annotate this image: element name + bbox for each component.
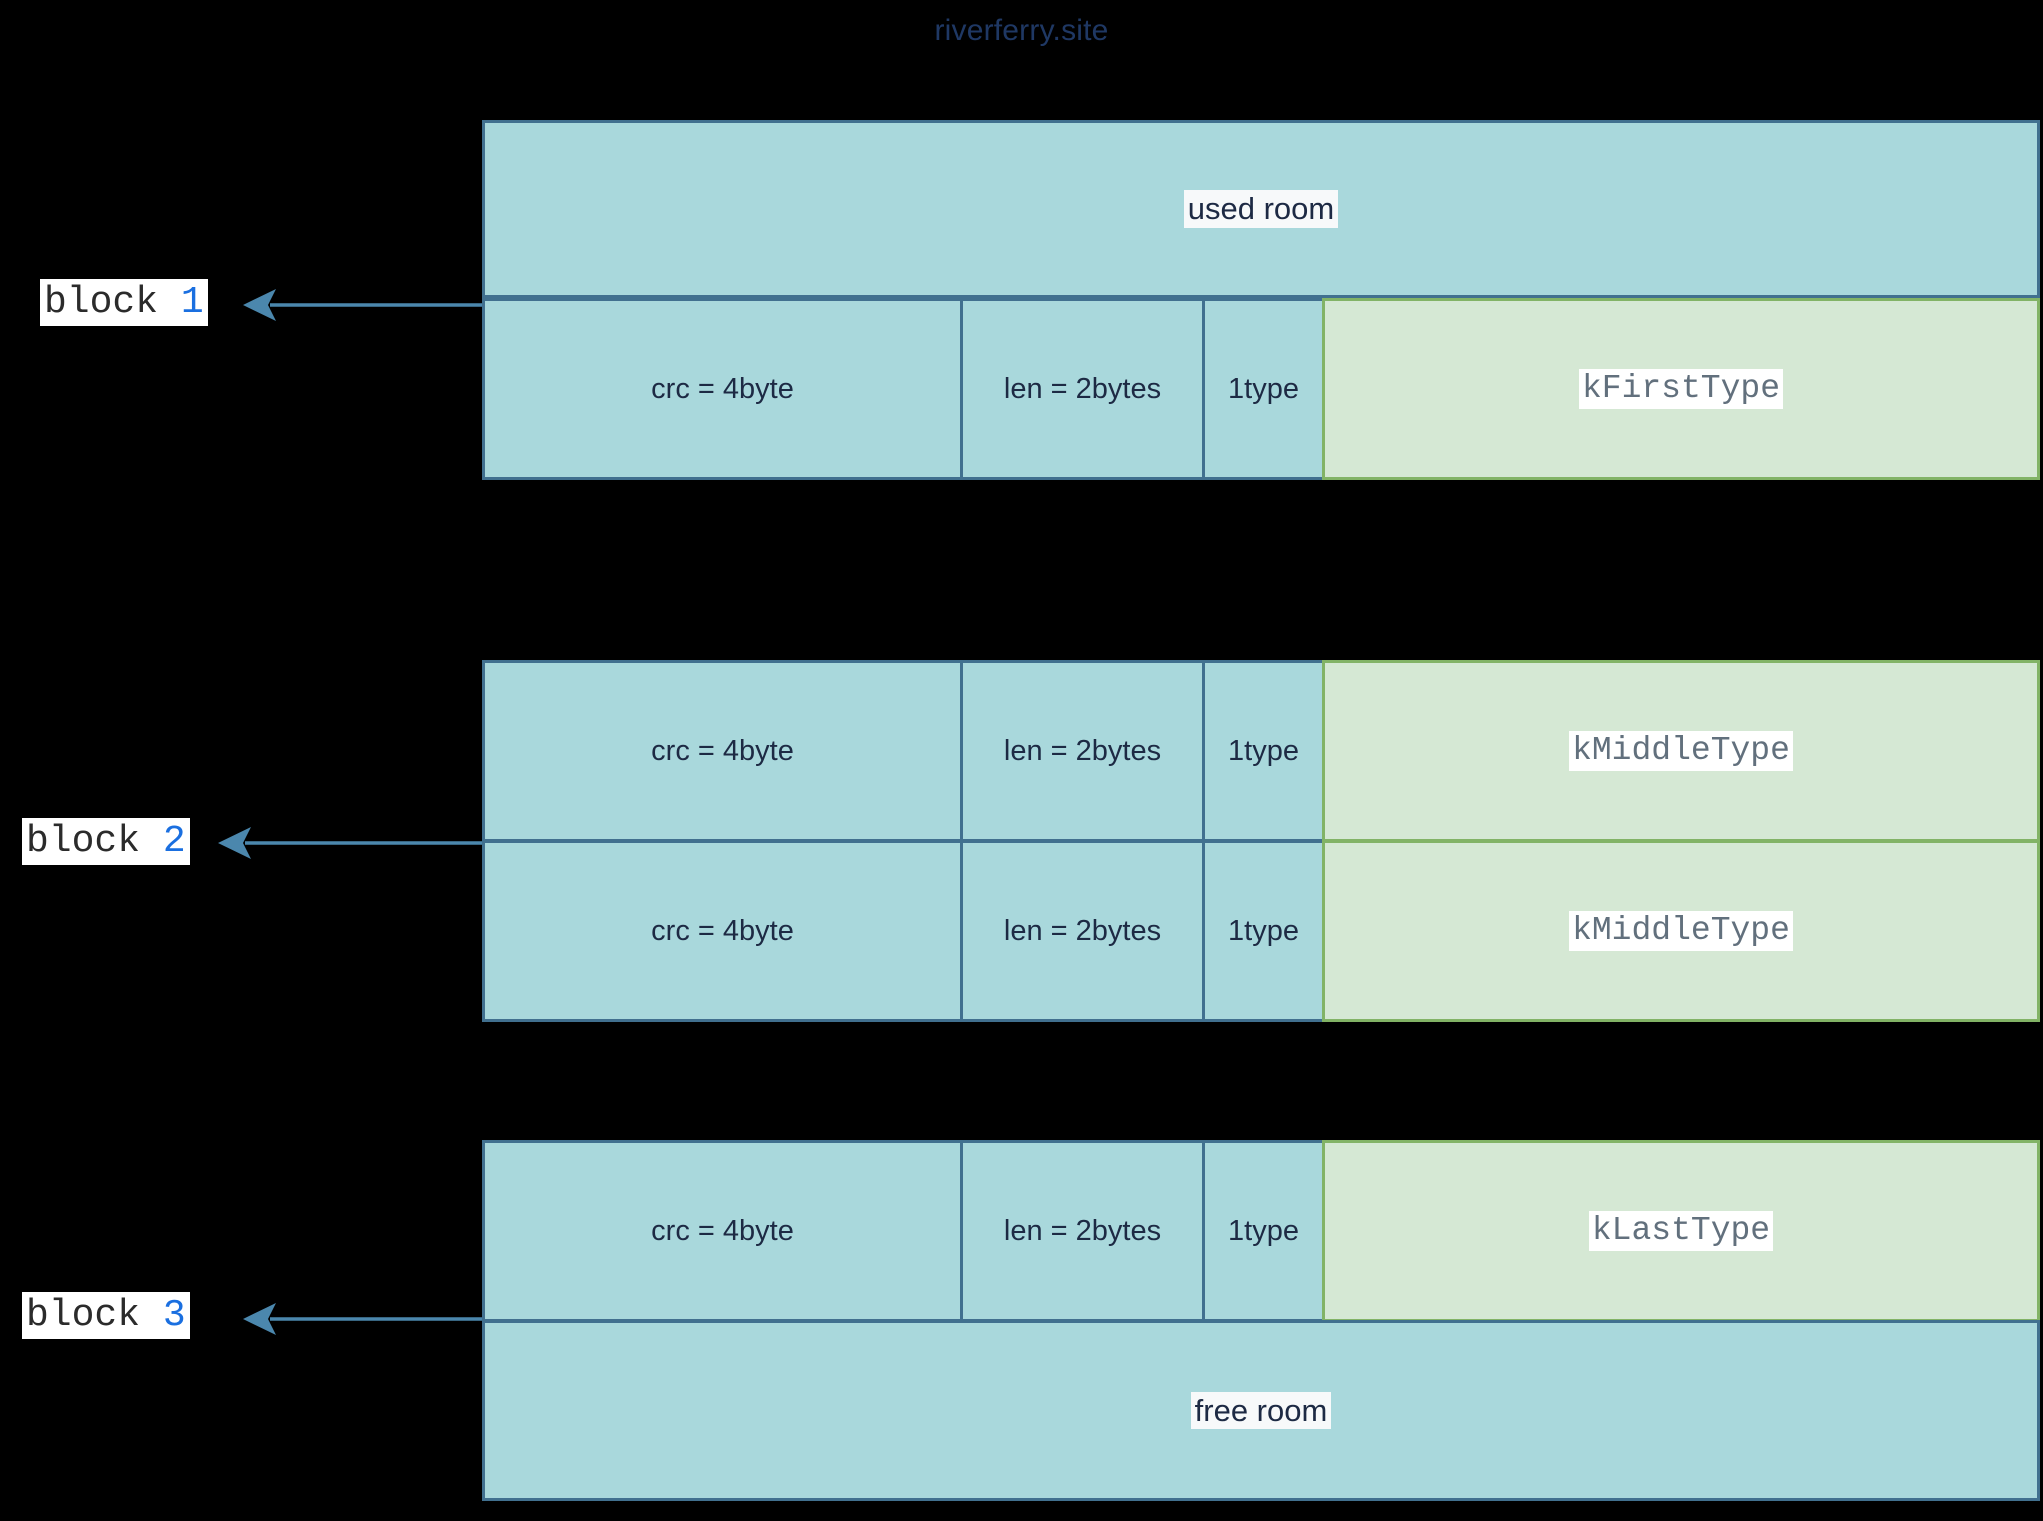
block-2-tag-number: 2 <box>162 820 186 863</box>
record-type-label: kMiddleType <box>1569 731 1793 771</box>
block-1-crc-cell: crc = 4byte <box>482 298 963 480</box>
crc-label: crc = 4byte <box>651 914 794 947</box>
block-1-len-cell: len = 2bytes <box>960 298 1205 480</box>
block-2-payload-cell-2: kMiddleType <box>1322 840 2040 1022</box>
block-3-crc-cell: crc = 4byte <box>482 1140 963 1322</box>
block-3-len-cell: len = 2bytes <box>960 1140 1205 1322</box>
block-1-payload-cell: kFirstType <box>1322 298 2040 480</box>
block-1-arrow <box>243 289 482 321</box>
block-3-arrow <box>243 1303 482 1335</box>
block-3-free-room-cell: free room <box>482 1320 2040 1501</box>
block-1-tag: block 1 <box>40 279 208 327</box>
block-2-crc-cell-2: crc = 4byte <box>482 840 963 1022</box>
block-1-tag-number: 1 <box>180 281 204 324</box>
crc-label: crc = 4byte <box>651 734 794 767</box>
block-2-type-size-cell-1: 1type <box>1202 660 1325 842</box>
len-label: len = 2bytes <box>1003 372 1162 405</box>
type-size-label: 1type <box>1228 1214 1299 1247</box>
block-1-type-size-cell: 1type <box>1202 298 1325 480</box>
used-room-label: used room <box>1183 190 1339 228</box>
block-2-len-cell-1: len = 2bytes <box>960 660 1205 842</box>
page-title: riverferry.site <box>934 14 1109 47</box>
block-2-arrow <box>218 827 482 859</box>
record-type-label: kLastType <box>1588 1211 1774 1251</box>
block-1-tag-word: block <box>44 281 159 324</box>
block-3-payload-cell: kLastType <box>1322 1140 2040 1322</box>
block-2-len-cell-2: len = 2bytes <box>960 840 1205 1022</box>
len-label: len = 2bytes <box>1003 1214 1162 1247</box>
block-2-type-size-cell-2: 1type <box>1202 840 1325 1022</box>
len-label: len = 2bytes <box>1003 914 1162 947</box>
type-size-label: 1type <box>1228 914 1299 947</box>
block-3-tag: block 3 <box>22 1292 190 1340</box>
type-size-label: 1type <box>1228 372 1299 405</box>
free-room-label: free room <box>1190 1391 1332 1430</box>
crc-label: crc = 4byte <box>651 1214 794 1247</box>
block-2-tag: block 2 <box>22 818 190 866</box>
len-label: len = 2bytes <box>1003 734 1162 767</box>
block-2-crc-cell-1: crc = 4byte <box>482 660 963 842</box>
record-type-label: kFirstType <box>1578 369 1784 409</box>
block-2-payload-cell-1: kMiddleType <box>1322 660 2040 842</box>
crc-label: crc = 4byte <box>651 372 794 405</box>
record-type-label: kMiddleType <box>1569 911 1793 951</box>
block-3-tag-word: block <box>26 1294 141 1337</box>
type-size-label: 1type <box>1228 734 1299 767</box>
block-2-tag-word: block <box>26 820 141 863</box>
block-3-tag-number: 3 <box>162 1294 186 1337</box>
block-3-type-size-cell: 1type <box>1202 1140 1325 1322</box>
block-1-used-room-cell: used room <box>482 120 2040 298</box>
